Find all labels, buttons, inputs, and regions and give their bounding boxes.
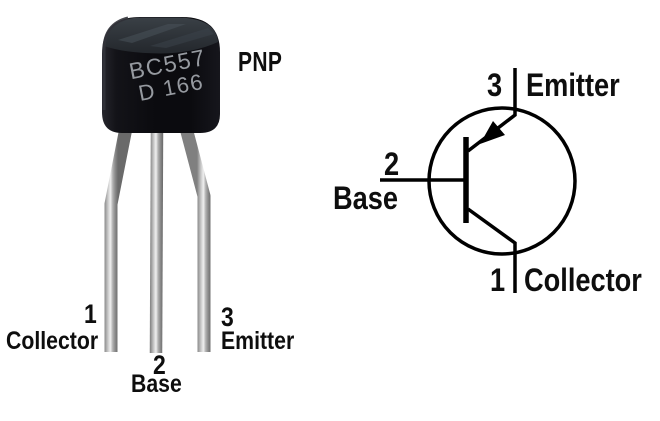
package-top-highlight2 bbox=[150, 28, 214, 48]
symbol-collector-lead bbox=[466, 207, 517, 293]
photo-pin1-name: Collector bbox=[6, 327, 99, 355]
photo-pin2-number: 2 bbox=[153, 350, 166, 380]
leg-emitter bbox=[179, 126, 211, 352]
package-top-face bbox=[104, 17, 218, 54]
type-label-pnp: PNP bbox=[238, 46, 283, 77]
photo-pin3-name: Emitter bbox=[221, 327, 295, 355]
schematic-pin1-number: 1 bbox=[490, 262, 506, 298]
schematic-pin1-name: Collector bbox=[524, 262, 642, 298]
schematic-pin3-number: 3 bbox=[487, 67, 503, 103]
pnp-symbol bbox=[380, 68, 577, 293]
package-left-edge-sheen bbox=[102, 16, 129, 110]
schematic-pin2-number: 2 bbox=[384, 146, 400, 182]
schematic-pin3-name: Emitter bbox=[526, 67, 620, 103]
symbol-emitter-arrow bbox=[480, 121, 505, 144]
package-top-highlight bbox=[118, 24, 186, 43]
photo-pin3-number: 3 bbox=[221, 302, 234, 332]
to92-package bbox=[102, 16, 220, 354]
photo-pin1-number: 1 bbox=[84, 299, 97, 329]
schematic-pin2-name: Base bbox=[333, 180, 399, 216]
package-legs bbox=[104, 126, 211, 354]
leg-base bbox=[149, 127, 164, 354]
leg-collector bbox=[104, 126, 133, 352]
photo-pin2-name: Base bbox=[131, 370, 182, 398]
